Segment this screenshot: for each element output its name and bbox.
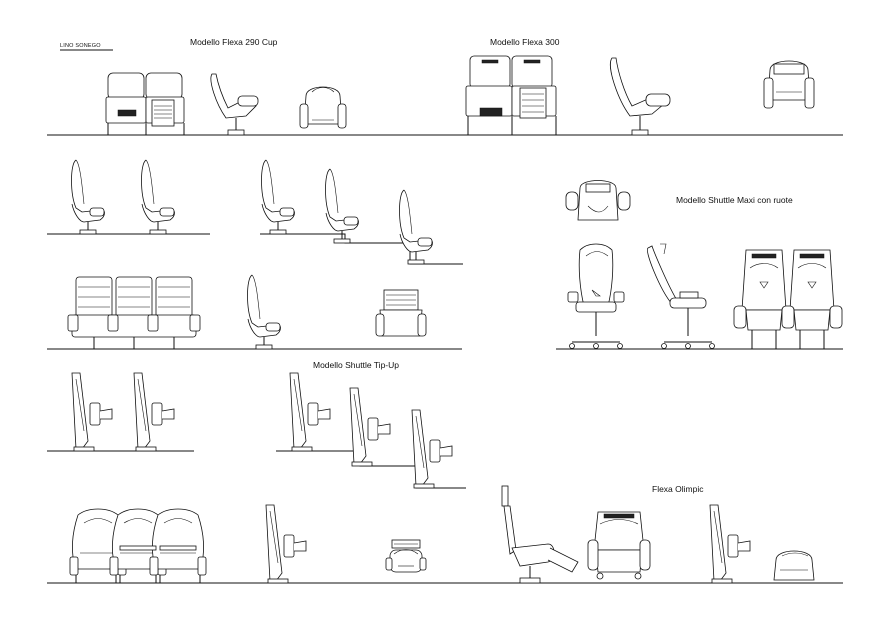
row-bottom bbox=[47, 485, 843, 584]
row-triple bbox=[47, 274, 462, 350]
shuttle-maxi-plan bbox=[565, 180, 631, 221]
tipup-seat-1 bbox=[71, 372, 113, 452]
logo-text: LINO SONEGO bbox=[60, 43, 101, 49]
stepped-seat-1 bbox=[261, 159, 295, 235]
brand-logo: LINO SONEGO bbox=[60, 43, 113, 51]
olimpic-front bbox=[587, 511, 651, 580]
title-shuttle-tipup: Modello Shuttle Tip-Up bbox=[313, 360, 399, 370]
tipup-stepped-3 bbox=[411, 409, 453, 489]
shell-front-triple bbox=[69, 508, 207, 584]
office-chair-side bbox=[646, 243, 715, 349]
flexa-300-side bbox=[610, 57, 671, 136]
title-flexa-300: Modello Flexa 300 bbox=[490, 37, 560, 47]
olimpic-side bbox=[501, 485, 579, 584]
olimpic-plan bbox=[773, 550, 815, 581]
flexa-290-front-pair bbox=[105, 72, 185, 135]
row-tip-up bbox=[47, 372, 466, 489]
side-seat-1 bbox=[71, 159, 105, 235]
triple-front-seats bbox=[67, 276, 201, 349]
row-flexa-290 bbox=[47, 55, 843, 136]
flexa-300-front-pair bbox=[465, 55, 557, 135]
stepped-seat-3 bbox=[399, 189, 433, 265]
tipup-seat-2 bbox=[133, 372, 175, 452]
title-shuttle-maxi: Modello Shuttle Maxi con ruote bbox=[676, 195, 793, 205]
triple-plan-seat bbox=[375, 289, 427, 337]
side-seat-2 bbox=[141, 159, 175, 235]
stepped-seat-2 bbox=[325, 168, 359, 244]
tipup-stepped-2 bbox=[349, 387, 391, 467]
title-flexa-olimpic: Flexa Olimpic bbox=[652, 484, 704, 494]
bottom-tipup-side bbox=[265, 504, 307, 584]
tipup-stepped-1 bbox=[289, 372, 331, 452]
shuttle-maxi-front-pair bbox=[733, 249, 843, 349]
shuttle-maxi-group bbox=[556, 180, 843, 350]
olimpic-tipup-side bbox=[709, 504, 751, 584]
bottom-plan-seat bbox=[385, 539, 427, 573]
office-chair-front bbox=[567, 243, 625, 349]
flexa-300-plan bbox=[763, 60, 815, 109]
row-side-profiles bbox=[47, 159, 463, 265]
title-flexa-290: Modello Flexa 290 Cup bbox=[190, 37, 278, 47]
flexa-290-plan bbox=[299, 86, 347, 129]
flexa-290-side bbox=[210, 73, 259, 136]
triple-side-seat bbox=[247, 274, 281, 350]
